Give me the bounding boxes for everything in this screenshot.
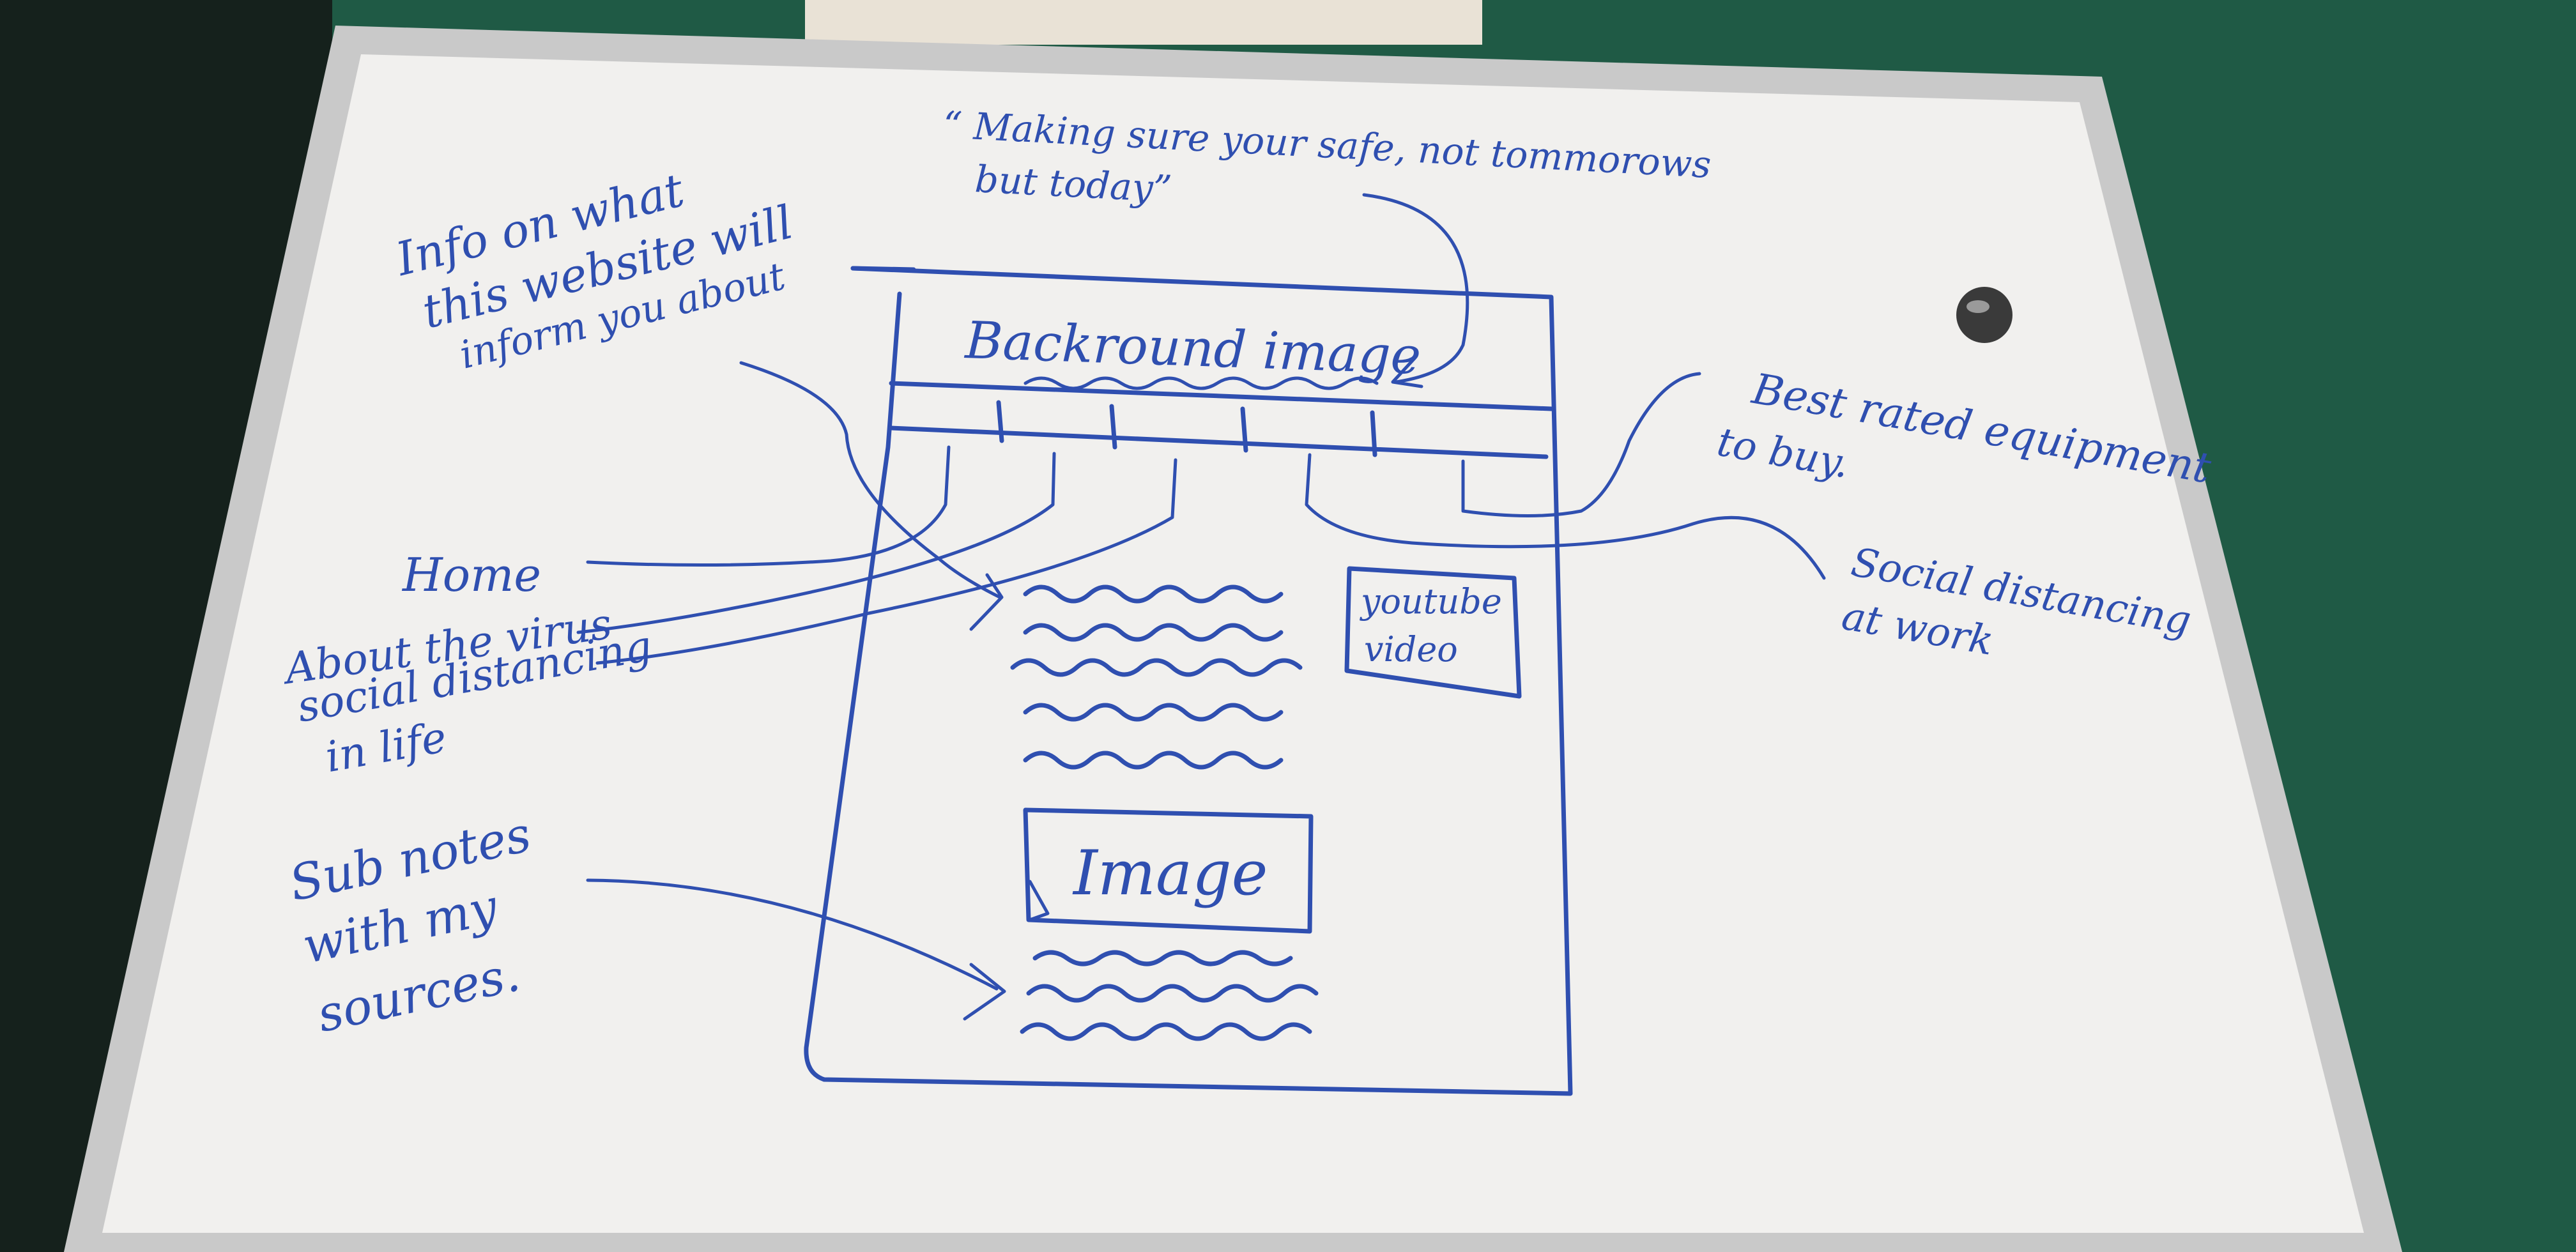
social-work-connector (1305, 453, 1826, 580)
tagline-line-2: but today” (974, 157, 1173, 211)
text-line (1023, 751, 1284, 770)
magnet-icon (1956, 287, 2012, 343)
image-label: Image (1072, 837, 1268, 909)
text-line (1032, 950, 1293, 966)
youtube-video-label: youtube video (1360, 581, 1502, 669)
nav-home-label: Home (401, 548, 541, 602)
nav-divider-3 (1240, 406, 1248, 453)
equipment-connector (1461, 372, 1701, 517)
info-arrow (739, 361, 1002, 599)
youtube-line-2: video (1364, 629, 1458, 669)
subnote-lines (1020, 950, 1319, 1041)
youtube-video-box (1344, 566, 1522, 699)
header-squiggle (1023, 376, 1379, 390)
text-line (1023, 623, 1284, 642)
page-outline (804, 266, 1573, 1096)
home-connector (586, 445, 951, 567)
image-box (1023, 807, 1314, 934)
page-top-edge (850, 266, 916, 272)
content-text-lines (1010, 584, 1303, 770)
about-virus-connector (576, 452, 1056, 634)
nav-divider-4 (1370, 410, 1377, 457)
subnotes-arrow (586, 878, 999, 991)
text-line (1020, 1022, 1312, 1041)
info-arrowhead (969, 573, 1004, 631)
nav-divider-2 (1109, 404, 1117, 450)
youtube-line-1: youtube (1360, 581, 1502, 622)
text-line (1023, 584, 1284, 604)
tagline-arrow (1362, 193, 1469, 384)
nav-bar-top (889, 381, 1554, 411)
social-life-connector (595, 458, 1177, 665)
text-line (1010, 658, 1303, 677)
wireframe-sketch (804, 266, 1573, 1096)
connectors (576, 193, 1826, 1021)
tagline-arrowhead (1391, 356, 1423, 388)
image-box-corner (1028, 880, 1050, 922)
nav-divider-1 (996, 400, 1004, 443)
box-top (805, 0, 1482, 45)
subnotes-arrowhead (963, 963, 1006, 1021)
text-line (1023, 703, 1284, 722)
text-line (1026, 984, 1319, 1003)
whiteboard-surface (102, 54, 2364, 1233)
magnet-highlight (1966, 300, 1989, 313)
